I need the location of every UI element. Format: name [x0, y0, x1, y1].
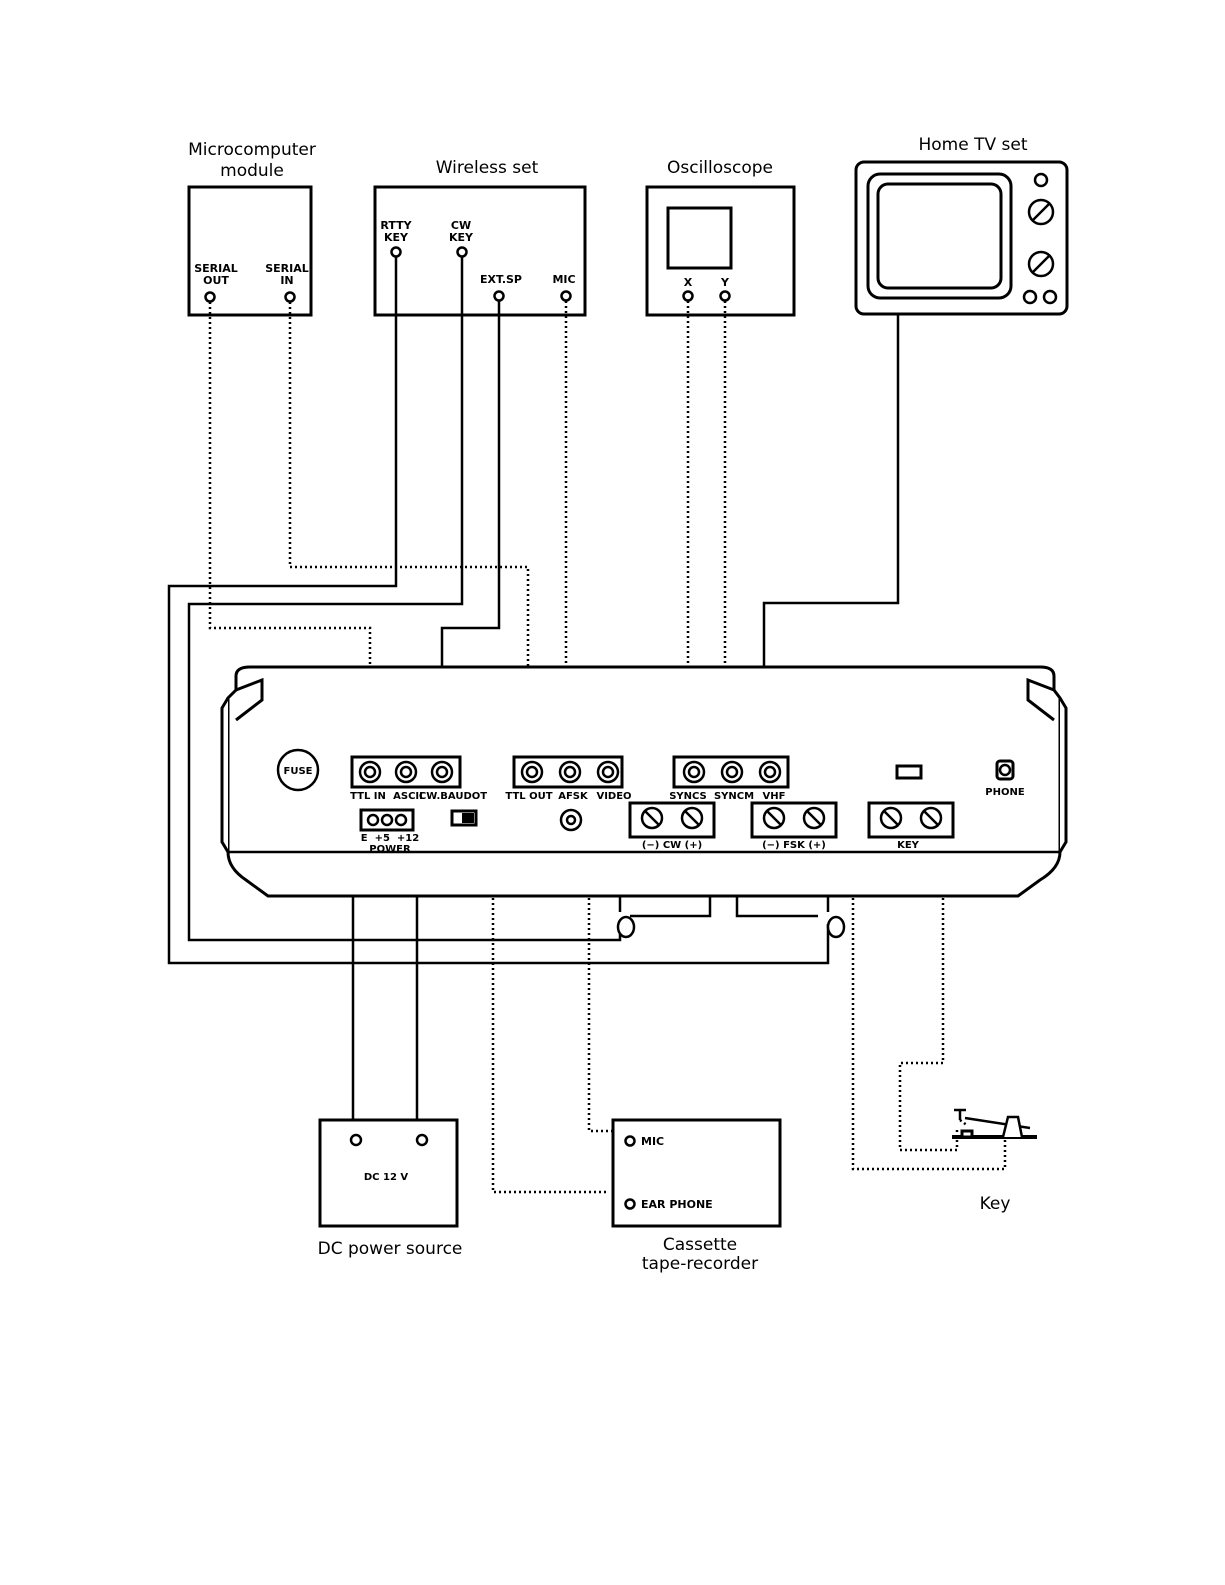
- syncs-jack: [689, 767, 699, 777]
- power-pin-e: [368, 815, 378, 825]
- microcomputer-module: Microcomputer module SERIAL OUT SERIAL I…: [188, 140, 316, 315]
- tv-button-2: [1044, 291, 1056, 303]
- y-label: Y: [720, 276, 730, 289]
- cw-key-label-2: KEY: [449, 231, 474, 244]
- phone-label: PHONE: [985, 787, 1025, 798]
- vhf-label: VHF: [763, 791, 786, 802]
- ttl-in-jack: [365, 767, 375, 777]
- microcomputer-title-line2: module: [220, 161, 284, 181]
- indicator-lamp: [897, 766, 921, 778]
- vhf-jack: [765, 767, 775, 777]
- fsk-cable-grommet: [828, 917, 844, 937]
- ttl-in-label: TTL IN: [350, 791, 386, 802]
- cw-cable-grommet: [618, 917, 634, 937]
- key-pivot: [1003, 1117, 1022, 1137]
- syncm-label: SYNCM: [714, 791, 754, 802]
- dc-power-source: DC 12 V DC power source: [318, 1120, 463, 1259]
- home-tv-set: Home TV set: [856, 135, 1067, 314]
- y-jack: [721, 292, 730, 301]
- ext-sp-jack: [495, 292, 504, 301]
- rtty-label-2: KEY: [384, 231, 409, 244]
- afsk-label: AFSK: [558, 791, 589, 802]
- ascii-jack: [401, 767, 411, 777]
- mic-jack: [562, 292, 571, 301]
- wireless-set: Wireless set RTTY KEY CW KEY EXT.SP MIC: [375, 158, 585, 315]
- ttl-out-label: TTL OUT: [505, 791, 552, 802]
- rtty-key-jack: [392, 248, 401, 257]
- afsk-jack: [565, 767, 575, 777]
- mode-switch-knob: [462, 813, 474, 823]
- power-label: POWER: [369, 844, 411, 855]
- afsk-aux-jack: [567, 816, 575, 824]
- phone-jack: [1000, 765, 1010, 775]
- ttl-out-jack: [527, 767, 537, 777]
- serial-out-jack: [206, 293, 215, 302]
- x-jack: [684, 292, 693, 301]
- dc-terminal-minus: [351, 1135, 361, 1145]
- cassette-recorder: MIC EAR PHONE Cassette tape-recorder: [613, 1120, 780, 1274]
- wireless-box: [375, 187, 585, 315]
- power-pins-label: E +5 +12: [361, 833, 419, 844]
- key-terminal-label: KEY: [897, 840, 920, 851]
- tv-button-1: [1024, 291, 1036, 303]
- key-caption: Key: [980, 1194, 1011, 1214]
- dc-label: DC 12 V: [364, 1172, 409, 1183]
- left-foot: [222, 698, 228, 852]
- cassette-mic-jack: [626, 1137, 635, 1146]
- tv-title: Home TV set: [918, 135, 1027, 155]
- serial-in-label-2: IN: [280, 274, 293, 287]
- cassette-earphone-jack: [626, 1200, 635, 1209]
- tv-screen: [878, 184, 1001, 288]
- syncs-label: SYNCS: [669, 791, 707, 802]
- microcomputer-title-line1: Microcomputer: [188, 140, 316, 160]
- fuse-label: FUSE: [284, 766, 313, 777]
- key-contact: [962, 1131, 972, 1137]
- cw-terminal-label: (−) CW (+): [642, 840, 702, 851]
- key-spring: [960, 1120, 968, 1126]
- cassette-earphone-label: EAR PHONE: [641, 1198, 713, 1211]
- x-label: X: [684, 276, 693, 289]
- oscilloscope: Oscilloscope X Y: [647, 158, 794, 315]
- serial-in-jack: [286, 293, 295, 302]
- oscilloscope-screen: [668, 208, 731, 268]
- power-pin-12: [396, 815, 406, 825]
- dc-caption: DC power source: [318, 1239, 463, 1259]
- syncm-jack: [727, 767, 737, 777]
- cw-key-jack: [458, 248, 467, 257]
- cw-baudot-jack: [437, 767, 447, 777]
- cassette-caption-1: Cassette: [663, 1235, 737, 1255]
- mic-label: MIC: [552, 273, 575, 286]
- tv-power-led: [1035, 174, 1047, 186]
- oscilloscope-title: Oscilloscope: [667, 158, 773, 178]
- telegraph-key: Key: [952, 1110, 1037, 1214]
- power-pin-5: [382, 815, 392, 825]
- right-foot: [1060, 698, 1066, 852]
- cassette-caption-2: tape-recorder: [642, 1254, 758, 1274]
- serial-out-label-2: OUT: [203, 274, 229, 287]
- cw-baudot-label: CW.BAUDOT: [419, 791, 487, 802]
- video-label: VIDEO: [596, 791, 631, 802]
- wireless-title: Wireless set: [436, 158, 539, 178]
- video-jack: [603, 767, 613, 777]
- dc-terminal-plus: [417, 1135, 427, 1145]
- cassette-mic-label: MIC: [641, 1135, 664, 1148]
- fsk-terminal-label: (−) FSK (+): [762, 840, 826, 851]
- main-unit: FUSE TTL IN ASCII CW.BAUDOT E +5 +12 POW…: [222, 667, 1066, 937]
- ext-sp-label: EXT.SP: [480, 273, 522, 286]
